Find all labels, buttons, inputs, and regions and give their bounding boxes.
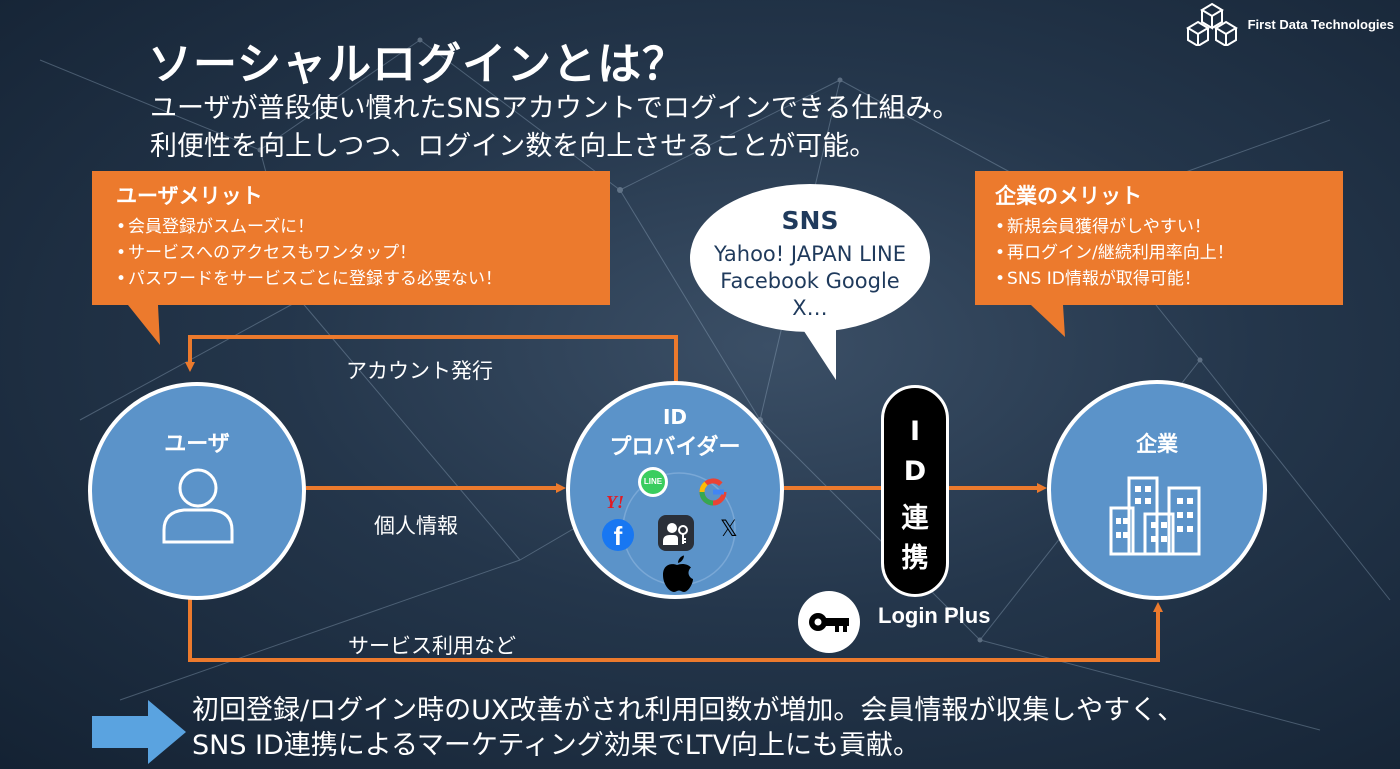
user-merit-item: パスワードをサービスごとに登録する必要ない！ [116,266,606,292]
user-merit-item: 会員登録がスムーズに！ [116,214,606,240]
corp-node-label: 企業 [1136,432,1178,456]
id-link-char: 携 [901,543,929,574]
sns-title: SNS [781,206,839,235]
user-icon [162,468,234,544]
conclusion-text: 初回登録/ログイン時のUX改善がされ利用回数が増加。会員情報が収集しやすく、 S… [192,693,1184,763]
subtitle-line-1: ユーザが普段使い慣れたSNSアカウントでログインできる仕組み。 [150,93,960,124]
key-icon [809,613,849,632]
corp-merit-item: 再ログイン/継続利用率向上！ [995,240,1340,266]
x-icon: 𝕏 [720,517,738,542]
id-link-char: 連 [901,503,929,534]
yahoo-icon: Y! [606,492,624,512]
sns-speech-bubble [690,184,930,380]
corp-node: 企業 [1047,380,1267,600]
arrow-service-use [188,598,1163,662]
cube-logo-icon [1185,2,1238,46]
user-node-label: ユーザ [164,432,230,457]
user-merit-list: 会員登録がスムーズに！ サービスへのアクセスもワンタップ！ パスワードをサービス… [116,214,606,292]
brand-header: First Data Technologies [1184,2,1394,46]
user-merit-callout: ユーザメリット 会員登録がスムーズに！ サービスへのアクセスもワンタップ！ パス… [116,180,606,292]
login-plus-app-icon [658,515,694,551]
id-provider-node: ID プロバイダー LINE Y! f 𝕏 [566,381,784,599]
page-title: ソーシャルログインとは？ [148,39,688,90]
conclusion-line-2: SNS ID連携によるマーケティング効果でLTV向上にも貢献。 [192,730,921,761]
id-link-char: D [903,456,927,487]
facebook-icon: f [602,519,634,551]
corp-merit-item: SNS ID情報が取得可能！ [995,266,1340,292]
sns-bubble-content: SNS Yahoo! JAPAN LINE Facebook Google X… [686,200,934,330]
corp-merit-item: 新規会員獲得がしやすい！ [995,214,1340,240]
brand-name: First Data Technologies [1247,16,1394,32]
conclusion-line-1: 初回登録/ログイン時のUX改善がされ利用回数が増加。会員情報が収集しやすく、 [192,695,1185,726]
conclusion-arrow-icon [92,700,186,764]
sns-line-2: Facebook Google [720,269,900,293]
login-plus-key-badge [798,591,860,653]
id-link-pill: I D 連 携 [881,385,949,597]
google-icon [699,478,727,506]
corp-merit-callout: 企業のメリット 新規会員獲得がしやすい！ 再ログイン/継続利用率向上！ SNS … [995,180,1340,292]
building-icon [1109,476,1201,556]
line-icon: LINE [638,467,668,497]
arrow-account-issue [185,335,678,390]
flow-label-personal-info: 個人情報 [374,514,458,538]
subtitle-line-2: 利便性を向上しつつ、ログイン数を向上させることが可能。 [150,131,877,162]
user-node: ユーザ [88,382,306,600]
flow-label-account-issue: アカウント発行 [346,359,493,383]
user-merit-title: ユーザメリット [116,184,263,208]
user-key-icon [663,523,688,545]
sns-line-3: X… [792,296,828,320]
line-icon-text: LINE [641,470,665,494]
corp-merit-list: 新規会員獲得がしやすい！ 再ログイン/継続利用率向上！ SNS ID情報が取得可… [995,214,1340,292]
subtitle: ユーザが普段使い慣れたSNSアカウントでログインできる仕組み。 利便性を向上しつ… [150,90,959,166]
id-provider-label-line-2: プロバイダー [609,435,741,460]
corp-merit-title: 企業のメリット [995,184,1142,208]
sns-line-1: Yahoo! JAPAN LINE [713,242,907,266]
login-plus-label: Login Plus [878,603,991,628]
id-link-char: I [909,416,921,447]
flow-label-service-use: サービス利用など [348,634,516,658]
id-provider-label-line-1: ID [662,405,688,429]
user-merit-item: サービスへのアクセスもワンタップ！ [116,240,606,266]
apple-icon [663,555,693,592]
